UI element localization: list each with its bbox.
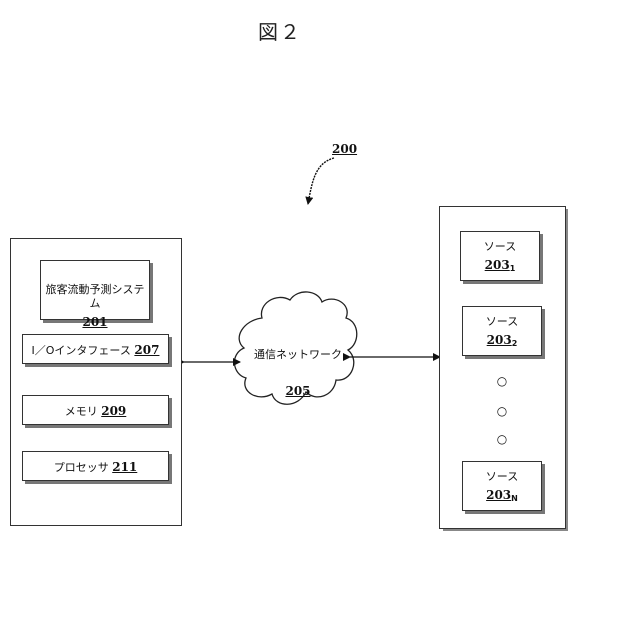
processor-box: プロセッサ 211: [22, 451, 169, 481]
source-ref-n: 203: [486, 488, 511, 502]
network-label: 通信ネットワーク: [238, 348, 358, 362]
source-box-1: ソース 2031: [460, 231, 540, 281]
network-ref: 205: [276, 384, 320, 398]
source-sub-2: 2: [512, 339, 518, 348]
ellipsis-dot-1: ○: [492, 374, 512, 388]
processor-ref: 211: [112, 460, 137, 474]
source-label-1: ソース: [461, 240, 539, 254]
io-interface-box: I／Oインタフェース 207: [22, 334, 169, 364]
system-title-label: 旅客流動予測システム: [41, 283, 149, 311]
ellipsis-dot-3: ○: [492, 432, 512, 446]
source-box-2: ソース 2032: [462, 306, 542, 356]
source-sub-n: N: [511, 494, 518, 503]
system-ref: 201: [41, 315, 149, 329]
memory-box: メモリ 209: [22, 395, 169, 425]
processor-label: プロセッサ: [54, 461, 109, 474]
system-title-box: 旅客流動予測システム 201: [40, 260, 150, 320]
ellipsis-dot-2: ○: [492, 404, 512, 418]
io-interface-label: I／Oインタフェース: [32, 344, 131, 357]
memory-ref: 209: [101, 404, 126, 418]
source-ref-1: 203: [485, 258, 510, 272]
source-ref-2: 203: [487, 333, 512, 347]
source-label-n: ソース: [463, 470, 541, 484]
source-sub-1: 1: [510, 264, 516, 273]
io-interface-ref: 207: [134, 343, 159, 357]
figure-ref: 200: [332, 142, 357, 156]
figure-ref-pointer: [308, 158, 334, 204]
memory-label: メモリ: [65, 405, 98, 418]
source-label-2: ソース: [463, 315, 541, 329]
source-box-n: ソース 203N: [462, 461, 542, 511]
